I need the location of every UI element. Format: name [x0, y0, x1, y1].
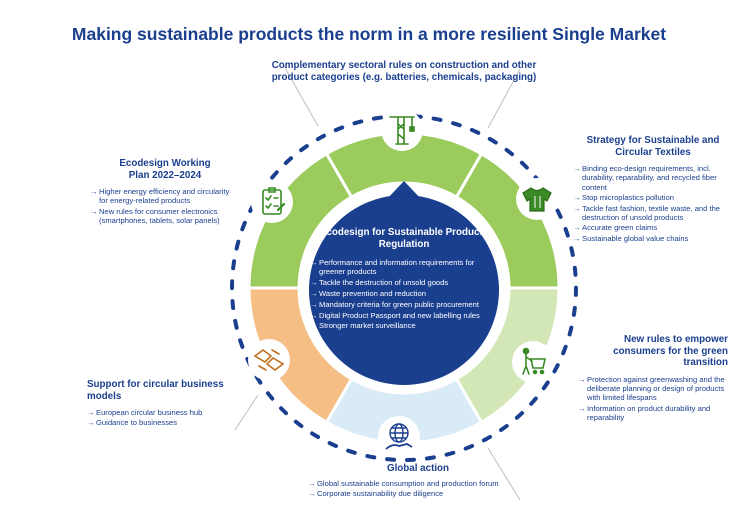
circular-business-heading: Support for circular business models: [87, 379, 224, 402]
page-title: Making sustainable products the norm in …: [71, 24, 667, 44]
list-item: Performance and information requirements…: [310, 258, 498, 277]
construction-crane-icon: [381, 109, 423, 151]
list-item: European circular business hub: [87, 408, 247, 418]
list-item: Information on product durability and re…: [578, 404, 728, 423]
section-sectoral-rules: Complementary sectoral rules on construc…: [268, 60, 540, 89]
list-item: Higher energy efficiency and circularity…: [90, 187, 240, 206]
ring-segments: [247, 131, 561, 445]
list-item: Tackle the destruction of unsold goods: [310, 278, 498, 288]
segment-working-plan: [247, 151, 354, 290]
t-shirt-icon: [516, 178, 558, 220]
globe-hand-icon: [378, 416, 420, 458]
list-item: Tackle fast fashion, textile waste, and …: [573, 204, 733, 223]
section-global-action: Global action Global sustainable consump…: [308, 463, 528, 499]
working-plan-heading: Ecodesign Working Plan 2022–2024: [119, 158, 211, 181]
section-empower-consumers: New rules to empower consumers for the g…: [578, 334, 728, 424]
list-item: Mandatory criteria for green public proc…: [310, 300, 498, 310]
list-item: Global sustainable consumption and produ…: [308, 479, 528, 489]
center-heading: Ecodesign for Sustainable Products Regul…: [319, 227, 489, 250]
section-textiles: Strategy for Sustainable and Circular Te…: [573, 135, 733, 244]
list-item: Guidance to businesses: [87, 418, 247, 428]
list-item: Digital Product Passport and new labelli…: [310, 311, 498, 321]
checklist-icon: [251, 181, 293, 223]
list-item: Stronger market surveillance: [310, 321, 498, 331]
shopping-cart-person-icon: [512, 341, 554, 383]
section-circular-business: Support for circular business models Eur…: [87, 379, 247, 429]
list-item: New rules for consumer electronics (smar…: [90, 207, 240, 226]
list-item: Sustainable global value chains: [573, 234, 733, 244]
list-item: Accurate green claims: [573, 223, 733, 233]
empower-consumers-heading: New rules to empower consumers for the g…: [613, 334, 728, 368]
list-item: Protection against greenwashing and the …: [578, 375, 728, 403]
textiles-heading: Strategy for Sustainable and Circular Te…: [586, 135, 720, 158]
list-item: Corporate sustainability due diligence: [308, 489, 528, 499]
section-working-plan: Ecodesign Working Plan 2022–2024 Higher …: [90, 158, 240, 227]
list-item: Binding eco-design requirements, incl. d…: [573, 164, 733, 192]
center-arrow: [386, 181, 422, 200]
center-regulation: Ecodesign for Sustainable Products Regul…: [310, 227, 498, 332]
list-item: Waste prevention and reduction: [310, 289, 498, 299]
outer-dashed-ring: [230, 114, 578, 462]
handshake-icon: [248, 339, 290, 381]
list-item: Stop microplastics pollution: [573, 193, 733, 203]
sectoral-rules-heading: Complementary sectoral rules on construc…: [271, 60, 537, 83]
global-action-heading: Global action: [386, 463, 450, 474]
